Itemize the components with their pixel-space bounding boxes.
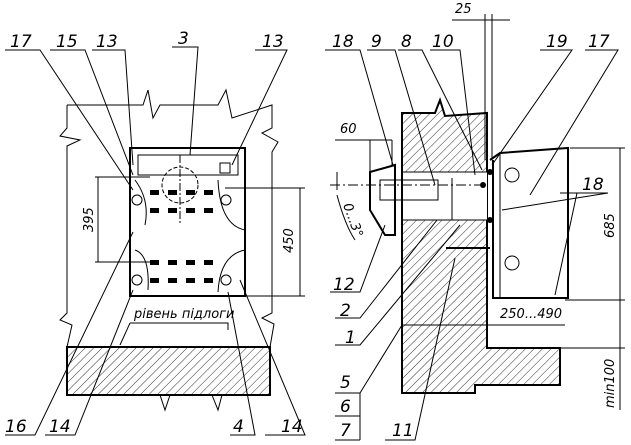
bolt-icon — [220, 194, 232, 206]
nut-icon — [480, 182, 486, 188]
callout-8: 8 — [401, 32, 412, 52]
side-view: 25 60 0...3° 685 min100 250...490 18 9 8… — [325, 2, 625, 441]
callout-9: 9 — [371, 32, 382, 52]
wall-section — [401, 96, 561, 394]
callout-12: 12 — [333, 275, 355, 295]
nut-icon — [487, 169, 493, 175]
callout-5: 5 — [340, 373, 351, 393]
callout-4: 4 — [233, 417, 244, 437]
dim-25: 25 — [455, 2, 472, 17]
callout-18-right: 18 — [582, 175, 604, 195]
bolt-icon — [220, 274, 232, 286]
dim-685: 685 — [603, 213, 618, 238]
floor-level-label: рівень підлоги — [133, 307, 234, 322]
callout-13: 13 — [262, 32, 284, 52]
callout-16: 16 — [5, 417, 27, 437]
callout-14: 14 — [281, 417, 303, 437]
dim-min100: min100 — [603, 359, 618, 408]
callout-17: 17 — [588, 32, 610, 52]
dim-450: 450 — [282, 228, 297, 253]
bolt-icon — [504, 255, 520, 271]
heating-elements — [150, 190, 213, 283]
callout-2: 2 — [340, 301, 351, 321]
callout-1: 1 — [345, 328, 356, 348]
callout-14: 14 — [49, 417, 71, 437]
wall-outline — [59, 88, 279, 348]
dim-395: 395 — [82, 207, 97, 232]
callout-6: 6 — [340, 397, 351, 417]
callout-7: 7 — [340, 421, 351, 441]
dim-250-490: 250...490 — [500, 307, 562, 322]
bolt-icon — [131, 274, 143, 286]
dim-angle: 0...3° — [339, 201, 365, 239]
callout-15: 15 — [56, 32, 78, 52]
heater-box — [129, 147, 246, 297]
callout-13: 13 — [96, 32, 118, 52]
bolt-icon — [504, 167, 520, 183]
callout-11: 11 — [392, 421, 414, 441]
callout-19: 19 — [546, 32, 568, 52]
callout-17: 17 — [10, 32, 32, 52]
front-view: 395 450 рівень підлоги 17 15 13 3 13 16 … — [5, 29, 306, 437]
callout-3: 3 — [178, 29, 189, 49]
dim-60: 60 — [340, 122, 357, 137]
callout-18: 18 — [332, 32, 354, 52]
bolt-icon — [131, 194, 143, 206]
nut-icon — [487, 217, 493, 223]
callout-10: 10 — [432, 32, 454, 52]
